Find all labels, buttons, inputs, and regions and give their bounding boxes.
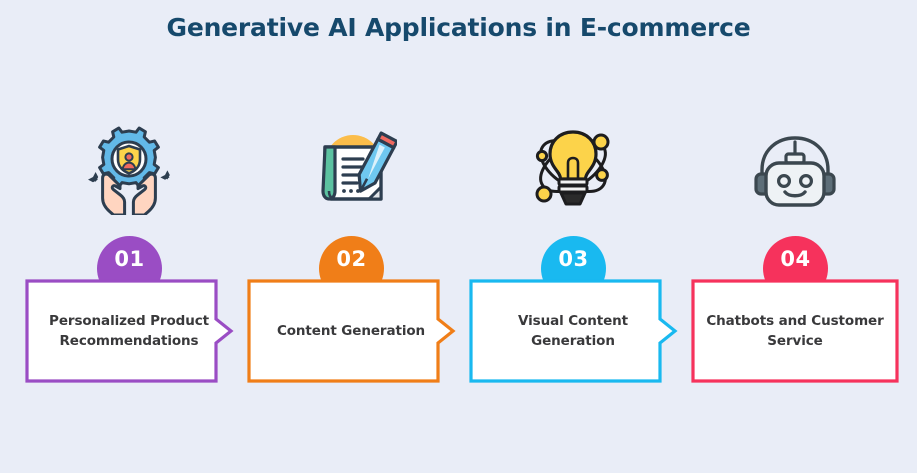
step-number-3: 03 bbox=[558, 247, 589, 271]
step-3: 03 Visual Content Generation bbox=[462, 0, 684, 473]
step-label-3: Visual Content Generation bbox=[518, 312, 628, 349]
step-2: 02 Content Generation bbox=[240, 0, 462, 473]
step-label-2: Content Generation bbox=[276, 322, 426, 339]
step-box-3[interactable]: Visual Content Generation bbox=[469, 279, 678, 383]
step-label-4: Chatbots and Customer Service bbox=[706, 312, 884, 349]
step-number-4: 04 bbox=[780, 247, 811, 271]
page-title: Generative AI Applications in E-commerce bbox=[166, 13, 751, 42]
step-box-1[interactable]: Personalized Product Recommendations bbox=[25, 279, 234, 383]
step-box-4[interactable]: Chatbots and Customer Service bbox=[691, 279, 899, 383]
lightbulb-network-icon bbox=[462, 122, 684, 218]
gear-shield-user-in-hands-icon bbox=[18, 122, 240, 218]
step-box-2[interactable]: Content Generation bbox=[247, 279, 456, 383]
step-number-2: 02 bbox=[336, 247, 367, 271]
step-4: 04 Chatbots and Customer Service bbox=[684, 0, 906, 473]
step-1: 01 Personalized Product Recommendations bbox=[18, 0, 240, 473]
step-number-1: 01 bbox=[114, 247, 145, 271]
step-label-1: Personalized Product Recommendations bbox=[49, 312, 209, 349]
document-pencil-icon bbox=[240, 122, 462, 218]
robot-headset-icon bbox=[684, 122, 906, 218]
